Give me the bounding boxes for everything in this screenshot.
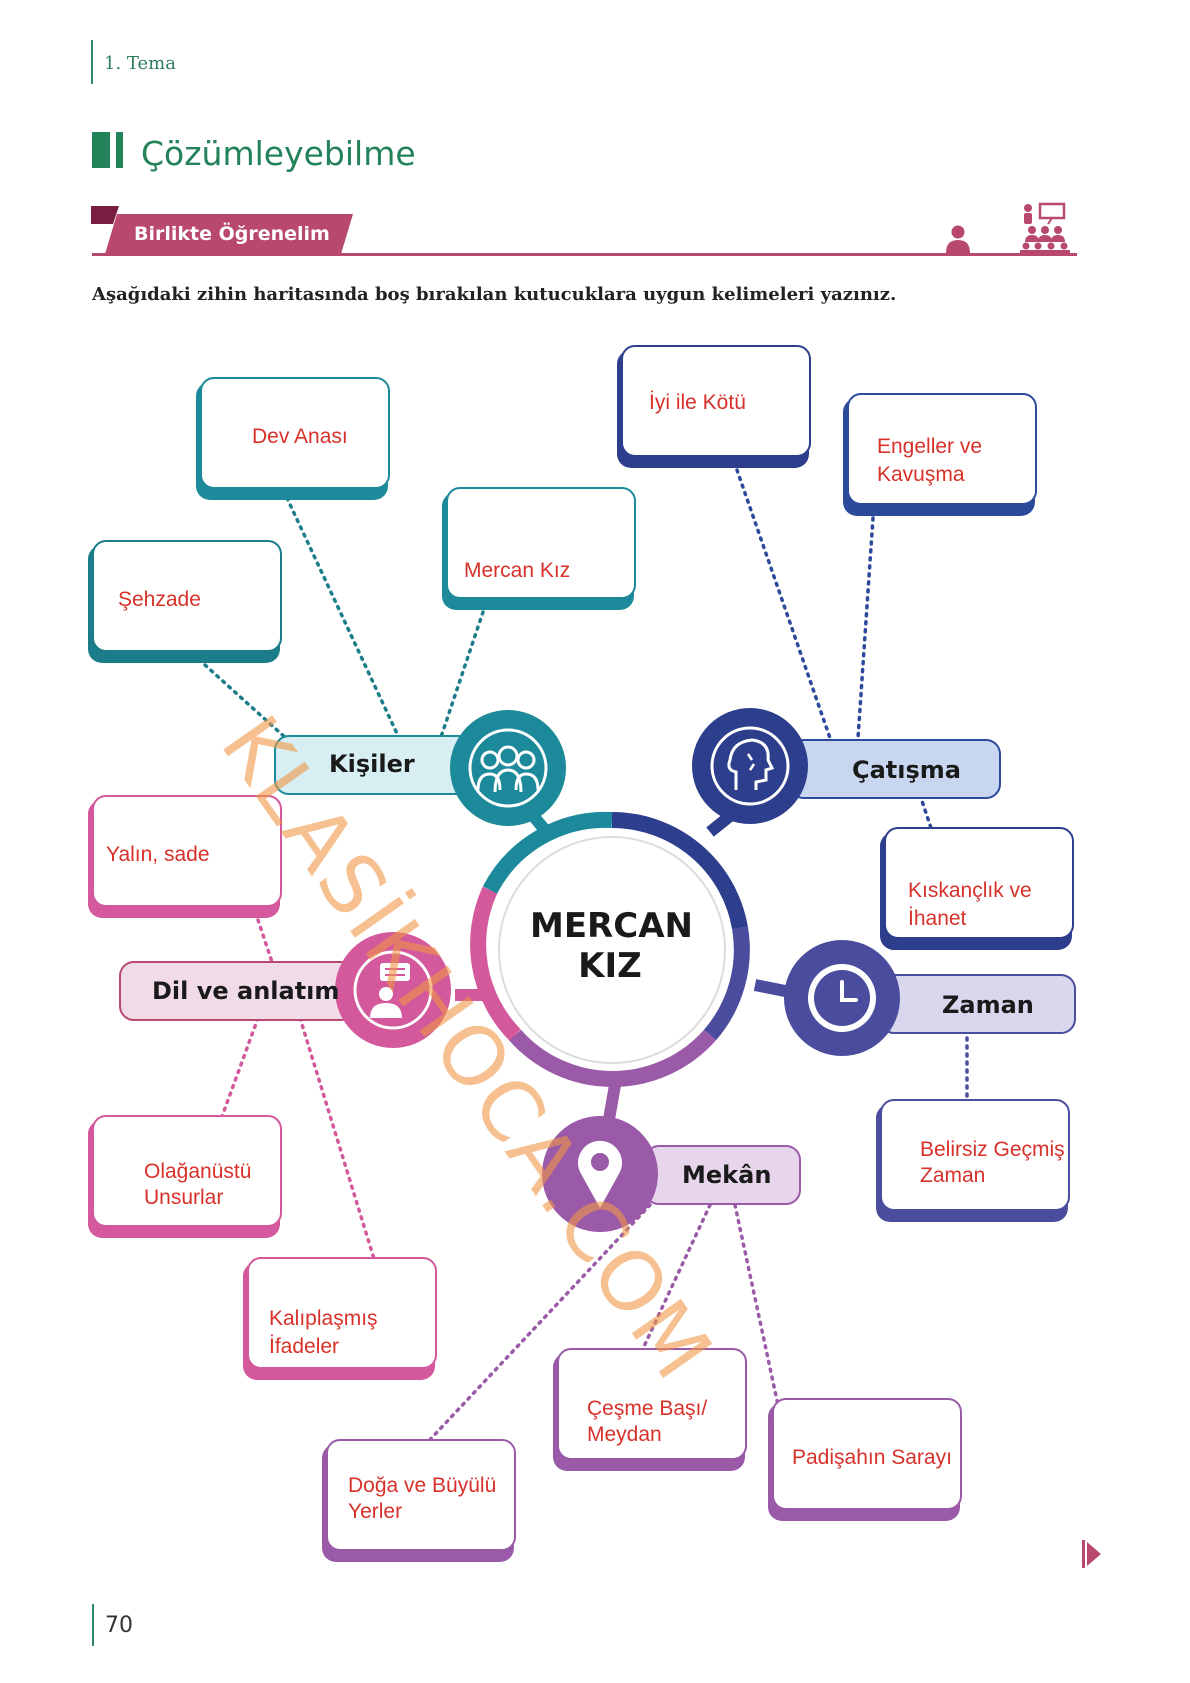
answer-box-yalin[interactable]: Yalın, sade	[92, 795, 282, 907]
answer-text: Mercan Kız	[464, 559, 571, 582]
answer-text: Dev Anası	[252, 425, 348, 448]
banner-shape	[91, 206, 353, 254]
connector-doga	[423, 1203, 652, 1447]
answer-box-cesme[interactable]: Çeşme Başı/ Meydan	[557, 1348, 747, 1460]
answer-text: İyi ile Kötü	[649, 391, 746, 414]
connector-padisah	[733, 1203, 780, 1407]
central-topic-line2: KIZ	[578, 946, 642, 986]
connector-mercan-kiz	[438, 610, 485, 742]
connector-dev-anasi	[285, 496, 402, 742]
theme-divider	[91, 40, 93, 84]
answer-text: Yalın, sade	[106, 843, 210, 866]
connector-kaliplasmis	[298, 1016, 377, 1264]
answer-text: Kıskançlık ve İhanet	[908, 879, 1032, 930]
individual-work-icon	[946, 225, 970, 253]
section-marker-icon	[92, 132, 126, 168]
category-label-dil: Dil ve anlatım	[152, 977, 340, 1005]
category-label-catisma: Çatışma	[852, 756, 961, 784]
answer-text: Engeller ve Kavuşma	[877, 435, 983, 486]
connector-iyi-kotu	[735, 468, 832, 740]
connector-cesme	[638, 1203, 712, 1357]
answer-text: Kalıplaşmış İfadeler	[269, 1307, 378, 1358]
connector-yalin	[256, 918, 274, 964]
head-mind-icon	[692, 708, 808, 824]
answer-text: Padişahın Sarayı	[792, 1446, 952, 1469]
theme-label: 1. Tema	[104, 53, 176, 74]
group-work-icon	[1020, 202, 1070, 253]
next-page-arrow-icon[interactable]	[1082, 1540, 1102, 1568]
category-label-kisiler: Kişiler	[329, 750, 415, 778]
answer-text: Belirsiz Geçmiş Zaman	[920, 1138, 1065, 1187]
category-label-mekan: Mekân	[682, 1161, 772, 1189]
answer-text: Olağanüstü Unsurlar	[144, 1160, 252, 1209]
answer-box-padisah[interactable]: Padişahın Sarayı	[772, 1398, 962, 1510]
section-title: Çözümleyebilme	[141, 134, 416, 173]
answer-text: Şehzade	[118, 588, 201, 611]
answer-box-dev-anasi[interactable]: Dev Anası	[200, 377, 390, 489]
answer-box-sehzade[interactable]: Şehzade	[92, 540, 282, 652]
answer-box-mercan-kiz[interactable]: Mercan Kız	[446, 487, 636, 599]
answer-text: Doğa ve Büyülü Yerler	[348, 1474, 497, 1523]
page-number-divider	[92, 1604, 94, 1646]
answer-box-olaganustu[interactable]: Olağanüstü Unsurlar	[92, 1115, 282, 1227]
central-ring	[470, 811, 750, 1088]
answer-box-iyi-kotu[interactable]: İyi ile Kötü	[621, 345, 811, 457]
connector-olaganustu	[218, 1016, 260, 1124]
banner-underline	[92, 253, 1077, 256]
speech-person-icon	[335, 932, 451, 1048]
banner-label: Birlikte Öğrenelim	[134, 223, 330, 245]
central-topic-line1: MERCAN	[530, 906, 693, 946]
people-icon	[450, 710, 566, 826]
answer-box-engeller[interactable]: Engeller ve Kavuşma	[847, 393, 1037, 505]
central-topic: MERCAN KIZ	[530, 906, 693, 986]
answer-box-doga[interactable]: Doğa ve Büyülü Yerler	[326, 1439, 516, 1551]
answer-box-belirsiz[interactable]: Belirsiz Geçmiş Zaman	[880, 1099, 1070, 1211]
instruction-text: Aşağıdaki zihin haritasında boş bırakıla…	[92, 284, 897, 305]
connector-sehzade	[203, 663, 290, 742]
answer-text: Çeşme Başı/ Meydan	[587, 1397, 708, 1446]
location-pin-icon	[542, 1116, 658, 1232]
page-number: 70	[105, 1613, 133, 1638]
clock-icon	[784, 940, 900, 1056]
connector-engeller	[856, 516, 875, 740]
answer-box-kaliplasmis[interactable]: Kalıplaşmış İfadeler	[247, 1257, 437, 1369]
category-label-zaman: Zaman	[942, 991, 1034, 1019]
answer-box-kiskanclik[interactable]: Kıskançlık ve İhanet	[884, 827, 1074, 939]
